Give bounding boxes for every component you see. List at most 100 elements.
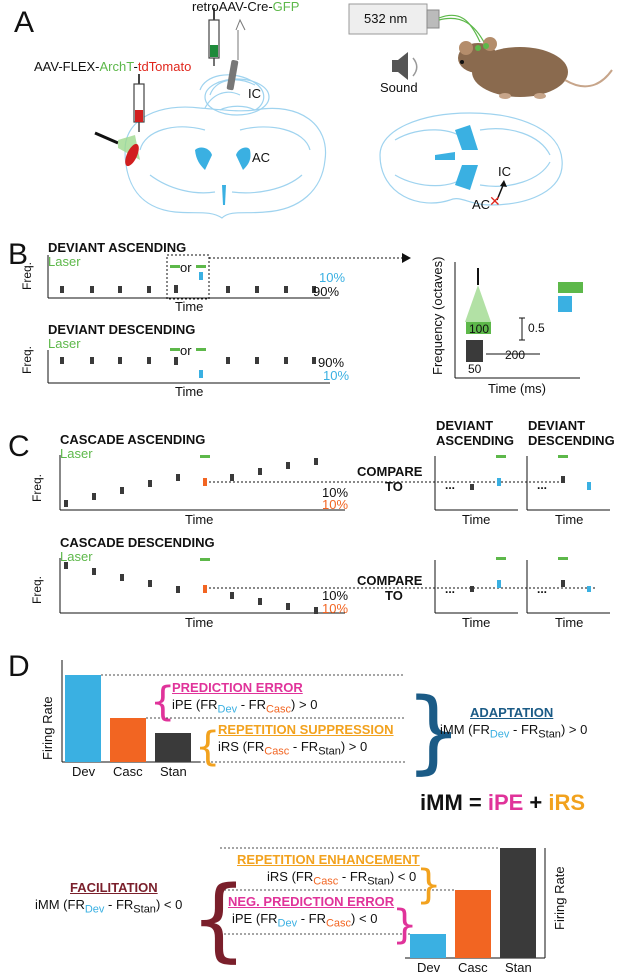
casc-asc-title: CASCADE ASCENDING [60, 432, 206, 447]
standard-tone [174, 357, 178, 365]
panel-letter-a: A [14, 6, 35, 39]
ventricle-left [195, 147, 212, 170]
casc-desc-freq-label: Freq. [30, 575, 44, 604]
casc-desc-pct10-orange: 10% [322, 601, 349, 616]
dev-asc-axes [47, 255, 330, 299]
inset-axes [454, 262, 580, 379]
dev-desc-time-label: Time [175, 384, 204, 399]
dev-desc-tones [60, 348, 316, 378]
dots-2: ... [537, 478, 548, 492]
inset-xlabel: Time (ms) [488, 381, 547, 396]
brace-npe: } [392, 902, 417, 948]
dev-asc-laser-label: Laser [48, 254, 81, 269]
speaker-icon [392, 52, 418, 80]
imm-equation: iMM = iPE + iRS [420, 790, 586, 815]
stan-label-top: Stan [160, 764, 187, 779]
standard-tone [118, 286, 122, 293]
brace-rs: { [195, 724, 220, 770]
bar-dev-bottom [410, 934, 446, 958]
cascade-tone [286, 603, 290, 610]
casc-asc-axes [59, 455, 345, 511]
cross-mark: ✕ [489, 193, 501, 209]
dev-asc-tones [60, 265, 316, 293]
laser-pulse [196, 348, 206, 351]
standard-tone [118, 357, 122, 364]
cascade-target-tone [203, 585, 207, 593]
compare-label-2: COMPARE [357, 573, 423, 588]
standard-tone [90, 357, 94, 364]
dev-desc-freq-label: Freq. [20, 345, 34, 374]
compare-axes [434, 456, 610, 614]
laser-pulse [196, 265, 206, 268]
stan-label-bottom: Stan [505, 960, 532, 975]
inset-100: 100 [469, 322, 490, 336]
brace-pe: { [150, 679, 175, 725]
dev-desc-axes [47, 350, 330, 384]
dev-desc-small-title-2: DESCENDING [528, 433, 615, 448]
coronal-brain-illustration [124, 74, 327, 219]
cascade-tone [148, 480, 152, 487]
small-time-2: Time [555, 512, 584, 527]
casc-desc-title: CASCADE DESCENDING [60, 535, 215, 550]
cascade-tone [64, 562, 68, 569]
bar-casc-top [110, 718, 146, 762]
laser-pulse [170, 348, 180, 351]
sound-label: Sound [380, 80, 418, 95]
casc-desc-tones [64, 558, 318, 614]
laser-pulse [200, 455, 210, 458]
ipe-neg-formula: iPE (FRDev - FRCasc) < 0 [232, 911, 378, 930]
dev-asc-small-title-2: ASCENDING [436, 433, 515, 448]
standard-tone [312, 286, 316, 293]
ventricle-right [236, 147, 251, 170]
laser-pulse [200, 558, 210, 561]
dev-desc-laser-label: Laser [48, 336, 81, 351]
inset-50: 50 [468, 362, 482, 376]
laser-pulse [170, 265, 180, 268]
ventricle-h2 [455, 165, 478, 190]
dev-desc-small-title-1: DEVIANT [528, 418, 586, 433]
cascade-tone [230, 474, 234, 481]
inset-05: 0.5 [528, 321, 545, 335]
cascade-tone [258, 468, 262, 475]
cascade-target-tone [203, 478, 207, 486]
standard-tone [60, 286, 64, 293]
cascade-tone [230, 592, 234, 599]
standard-tone [312, 357, 316, 364]
standard-tone [255, 286, 259, 293]
dev-asc-time-label: Time [175, 299, 204, 314]
standard-tone [174, 285, 178, 293]
irs-formula: iRS (FRCasc - FRStan) > 0 [218, 739, 368, 758]
casc-desc-laser-label: Laser [60, 549, 93, 564]
midbrain-illustration [204, 78, 270, 116]
casc-asc-pct10-orange: 10% [322, 497, 349, 512]
standard-tone [60, 357, 64, 364]
cascade-tone [258, 598, 262, 605]
horizontal-brain-illustration [379, 112, 563, 206]
dev-asc-pct90: 90% [313, 284, 340, 299]
repetition-suppression-title: REPETITION SUPPRESSION [218, 722, 394, 737]
imm-facil-formula: iMM (FRDev - FRStan) < 0 [35, 897, 183, 916]
ventricle-center [222, 185, 226, 205]
casc-asc-laser-label: Laser [60, 446, 93, 461]
bar-casc-bottom [455, 890, 491, 958]
firing-rate-label-top: Firing Rate [40, 696, 55, 760]
dev-asc-highlight-box [166, 254, 210, 300]
small-time-1: Time [462, 512, 491, 527]
casc-asc-freq-label: Freq. [30, 473, 44, 502]
cascade-tone [120, 574, 124, 581]
cascade-tone [148, 580, 152, 587]
standard-tone [284, 286, 288, 293]
ac-label-horizontal: AC [472, 197, 491, 212]
standard-tone [147, 286, 151, 293]
cascade-tone [286, 462, 290, 469]
bar-stan-top [155, 733, 191, 762]
standard-tone [284, 357, 288, 364]
ic-label: IC [248, 86, 261, 101]
dev-asc-or: or [180, 260, 192, 275]
small-time-4: Time [555, 615, 584, 630]
cascade-tone [92, 493, 96, 500]
optic-fiber-icon [94, 131, 140, 167]
adaptation-title: ADAPTATION [470, 705, 554, 720]
ic-label-horizontal: IC [498, 164, 511, 179]
firing-rate-label-bottom: Firing Rate [552, 866, 567, 930]
